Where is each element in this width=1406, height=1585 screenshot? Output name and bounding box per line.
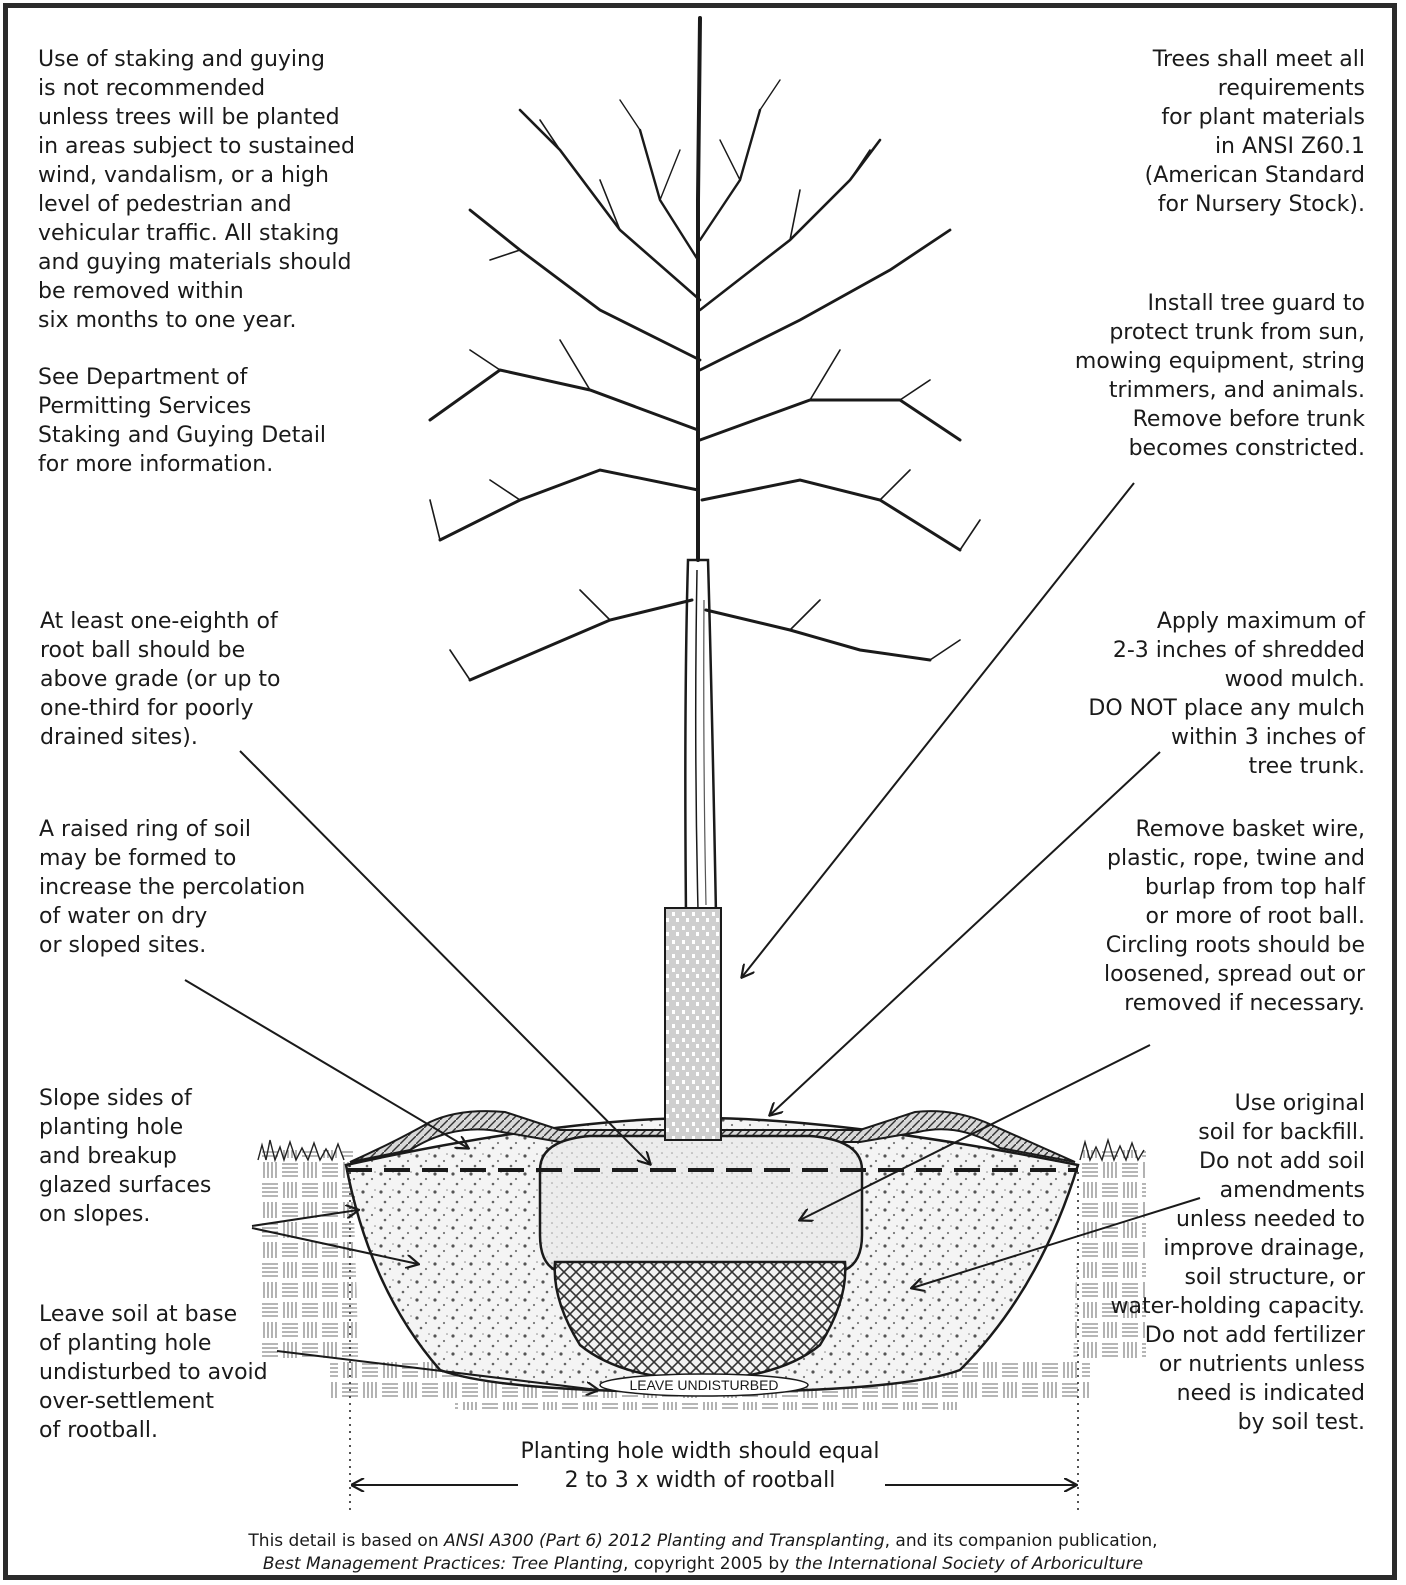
citation-organization: the International Society of Arboricultu… [795,1554,1143,1574]
note-slope-sides: Slope sides of planting hole and breakup… [39,1084,259,1229]
tree-trunk [685,560,716,915]
citation-suffix: , and its companion publication, [885,1531,1158,1551]
note-mulch: Apply maximum of 2-3 inches of shredded … [1040,607,1365,781]
citation-standard-title: ANSI A300 (Part 6) 2012 Planting and Tra… [444,1531,885,1551]
citation: This detail is based on ANSI A300 (Part … [60,1530,1346,1576]
hole-width-note: Planting hole width should equal 2 to 3 … [480,1437,920,1495]
note-leave-soil: Leave soil at base of planting hole undi… [39,1300,299,1445]
note-backfill: Use original soil for backfill. Do not a… [1060,1089,1365,1437]
root-ball [540,1136,862,1380]
note-see-department: See Department of Permitting Services St… [38,363,398,479]
note-basket-wire: Remove basket wire, plastic, rope, twine… [1040,815,1365,1018]
citation-line-2: Best Management Practices: Tree Planting… [60,1553,1346,1576]
note-raised-ring: A raised ring of soil may be formed to i… [39,815,359,960]
citation-copyright: , copyright 2005 by [623,1554,795,1574]
citation-line-1: This detail is based on ANSI A300 (Part … [60,1530,1346,1553]
note-staking: Use of staking and guying is not recomme… [38,45,398,335]
citation-bmp-title: Best Management Practices: Tree Planting [263,1554,623,1574]
note-tree-guard: Install tree guard to protect trunk from… [1030,289,1365,463]
note-root-ball-above-grade: At least one-eighth of root ball should … [40,607,340,752]
leave-undisturbed-label: LEAVE UNDISTURBED [629,1377,778,1393]
citation-prefix: This detail is based on [248,1531,444,1551]
note-ansi-requirements: Trees shall meet all requirements for pl… [1062,45,1365,219]
tree-guard [665,908,721,1140]
